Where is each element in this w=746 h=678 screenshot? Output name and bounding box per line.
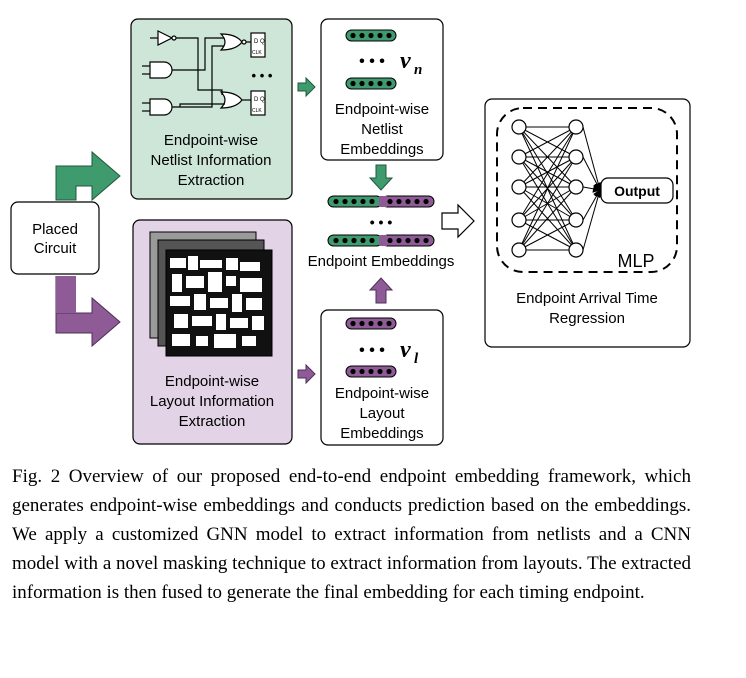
ff1-clk-label: CLK [252, 50, 262, 56]
regression-box: Output MLP Endpoint Arrival Time Regress… [484, 98, 691, 348]
layout-extraction-box: Endpoint-wise Layout Information Extract… [132, 219, 293, 445]
mlp-network [511, 119, 603, 258]
layout-image-stack [149, 231, 273, 357]
ff2-q-label: Q [260, 97, 265, 103]
figure-caption: Fig. 2 Overview of our proposed end-to-e… [12, 466, 691, 603]
netlist-circuit-schematic [142, 30, 266, 116]
layout-extraction-label-1: Endpoint-wise [165, 373, 259, 390]
regression-label-1: Endpoint Arrival Time [516, 290, 658, 307]
vl-subscript: l [414, 351, 419, 367]
vn-symbol: v [400, 48, 411, 74]
layout-up-arrow [368, 277, 394, 304]
layout-embeddings-label-3: Embeddings [340, 425, 423, 442]
output-label: Output [614, 183, 660, 199]
netlist-extraction-label-2: Netlist Information [151, 152, 272, 169]
ff2-d-label: D [254, 97, 259, 103]
regression-label-2: Regression [549, 310, 625, 327]
ff1-q-label: Q [260, 39, 265, 45]
layout-extraction-label-2: Layout Information [150, 393, 274, 410]
netlist-to-embedding-arrow [297, 76, 316, 98]
fused-embedding-ellipsis: • • • [370, 214, 393, 230]
mlp-label: MLP [617, 251, 654, 271]
netlist-embeddings-label-3: Embeddings [340, 141, 423, 158]
vl-symbol: v [400, 337, 411, 363]
netlist-branch-arrow [55, 150, 121, 202]
framework-diagram: Placed Circuit [10, 18, 691, 446]
placed-circuit-box: Placed Circuit [10, 201, 100, 275]
vn-subscript: n [414, 62, 422, 78]
layout-embedding-ellipsis: • • • [359, 342, 385, 359]
to-regression-arrow [441, 203, 475, 239]
layout-embeddings-label-2: Layout [359, 405, 405, 422]
netlist-embedding-ellipsis: • • • [359, 53, 385, 70]
netlist-embeddings-label-1: Endpoint-wise [335, 101, 429, 118]
ff2-clk-label: CLK [252, 108, 262, 114]
netlist-extraction-label-1: Endpoint-wise [164, 132, 258, 149]
netlist-extraction-label-3: Extraction [178, 172, 245, 189]
netlist-embedding-vector [345, 29, 397, 90]
netlist-down-arrow [368, 164, 394, 191]
ff1-d-label: D [254, 39, 259, 45]
output-node [600, 177, 674, 204]
layout-extraction-label-3: Extraction [179, 413, 246, 430]
mlp-dashed-boundary [496, 107, 678, 273]
placed-circuit-label-1: Placed [32, 221, 78, 238]
layout-embeddings-box: • • • v l Endpoint-wise Layout Embedding… [320, 309, 444, 446]
netlist-embeddings-label-2: Netlist [361, 121, 404, 138]
fused-embedding-vectors [327, 195, 435, 247]
placed-circuit-label-2: Circuit [34, 240, 77, 257]
endpoint-embeddings-label: Endpoint Embeddings [308, 253, 455, 270]
netlist-extraction-box: D Q CLK D Q CLK • • • Endpoint-wise Netl… [130, 18, 293, 200]
netlist-embeddings-box: • • • v n Endpoint-wise Netlist Embeddin… [320, 18, 444, 161]
layout-embeddings-label-1: Endpoint-wise [335, 385, 429, 402]
netlist-ellipsis: • • • [252, 68, 273, 83]
layout-to-embedding-arrow [297, 363, 316, 385]
